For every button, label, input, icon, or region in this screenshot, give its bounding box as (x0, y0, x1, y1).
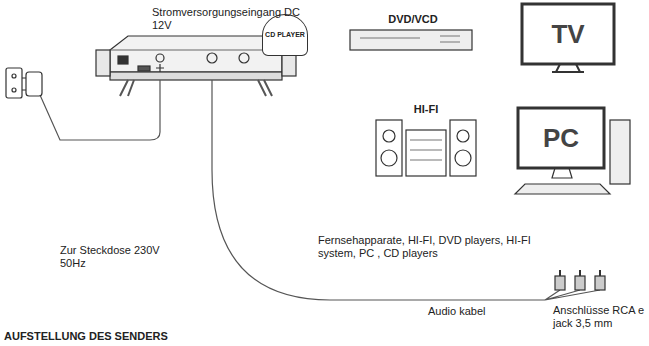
outlet-label: Zur Steckdose 230V 50Hz (60, 244, 180, 270)
device-label: DVD/VCD (370, 10, 456, 28)
node-text: TV (551, 19, 584, 50)
tv-screen: TV (530, 12, 606, 56)
pc-screen: PC (526, 116, 596, 160)
node-text: PC (543, 123, 579, 154)
cable-label: Audio kabel (428, 305, 518, 318)
devices-note: Fernsehapparate, HI-FI, DVD players, HI-… (318, 234, 548, 260)
node-text: CD PLAYER (265, 31, 305, 39)
power-input-label: Stromversorgungseingang DC 12V (152, 6, 302, 32)
section-heading: AUFSTELLUNG DES SENDERS (4, 330, 244, 343)
node-text: DVD/VCD (388, 13, 438, 25)
cd-player-icon: CD PLAYER (262, 14, 308, 56)
device-label: HI-FI (400, 100, 452, 118)
node-text: HI-FI (414, 103, 438, 115)
connector-label: Anschlüsse RCA e jack 3,5 mm (553, 304, 645, 330)
